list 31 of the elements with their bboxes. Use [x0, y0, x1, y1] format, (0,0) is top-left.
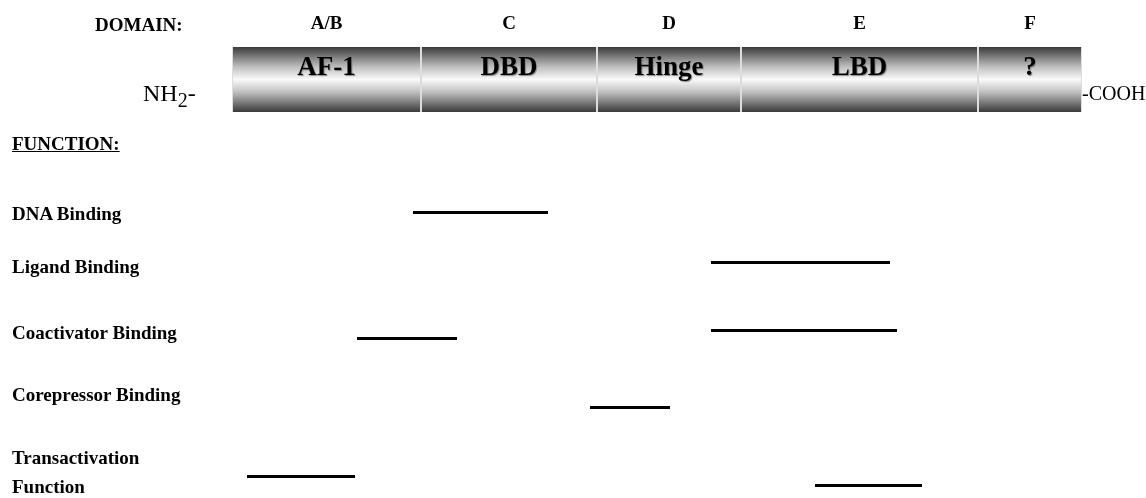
section-heading: FUNCTION:: [12, 133, 120, 155]
domain-segment: [421, 47, 597, 112]
domain-name: ?: [1022, 51, 1038, 82]
function-bar: [590, 406, 670, 409]
function-bar: [247, 475, 355, 478]
domain-name: DBD: [479, 51, 539, 82]
terminus-label: -COOH: [1082, 82, 1146, 105]
function-bar: [357, 337, 457, 340]
section-heading: DOMAIN:: [95, 14, 183, 36]
domain-letter: D: [661, 12, 677, 34]
domain-letter: C: [501, 12, 517, 34]
domain-name: LBD: [830, 51, 889, 82]
function-bar: [815, 484, 922, 487]
function-bar: [711, 329, 897, 332]
domain-segment: [597, 47, 741, 112]
domain-segment: [232, 47, 421, 112]
domain-letter: A/B: [309, 12, 344, 34]
domain-letter: E: [852, 12, 867, 34]
terminus-label: NH$_{2}$-: [143, 80, 196, 112]
domain-name: Hinge: [633, 51, 705, 82]
function-label: DNA Binding: [12, 203, 122, 225]
domain-letter: F: [1023, 12, 1037, 34]
domain-segment: [978, 47, 1082, 112]
function-bar: [413, 211, 548, 214]
function-label: Transactivation Function: [12, 446, 141, 498]
function-label: Coactivator Binding: [12, 322, 177, 344]
domain-segment: [741, 47, 978, 112]
function-label: Ligand Binding: [12, 256, 140, 278]
function-bar: [711, 261, 890, 264]
function-label: Corepressor Binding: [12, 384, 181, 406]
domain-name: AF-1: [296, 51, 357, 82]
